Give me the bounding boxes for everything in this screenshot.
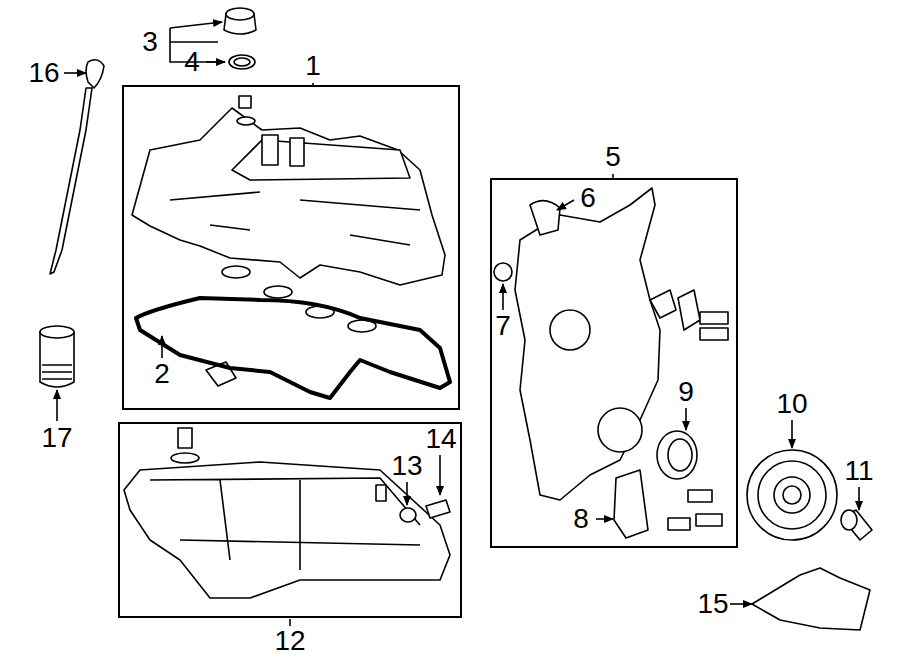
- callout-number: 17: [41, 423, 72, 453]
- callout-number: 14: [425, 424, 456, 454]
- callout-number: 7: [495, 311, 511, 341]
- group-box: 1: [122, 85, 460, 410]
- group-box: 5: [490, 178, 738, 548]
- callout-number: 5: [605, 142, 621, 172]
- callout-number: 11: [844, 456, 873, 486]
- callout-number: 15: [697, 589, 728, 619]
- callout-number: 12: [274, 626, 305, 656]
- callout-number: 2: [154, 359, 170, 389]
- callout-number: 8: [573, 504, 589, 534]
- callout-number: 1: [305, 51, 321, 81]
- callout-number: 3: [142, 27, 158, 57]
- callout-number: 10: [776, 389, 807, 419]
- callout-number: 6: [580, 183, 596, 213]
- callout-number: 13: [391, 451, 422, 481]
- callout-number: 9: [678, 377, 694, 407]
- callout-number: 16: [28, 58, 59, 88]
- callout-number: 4: [184, 47, 200, 77]
